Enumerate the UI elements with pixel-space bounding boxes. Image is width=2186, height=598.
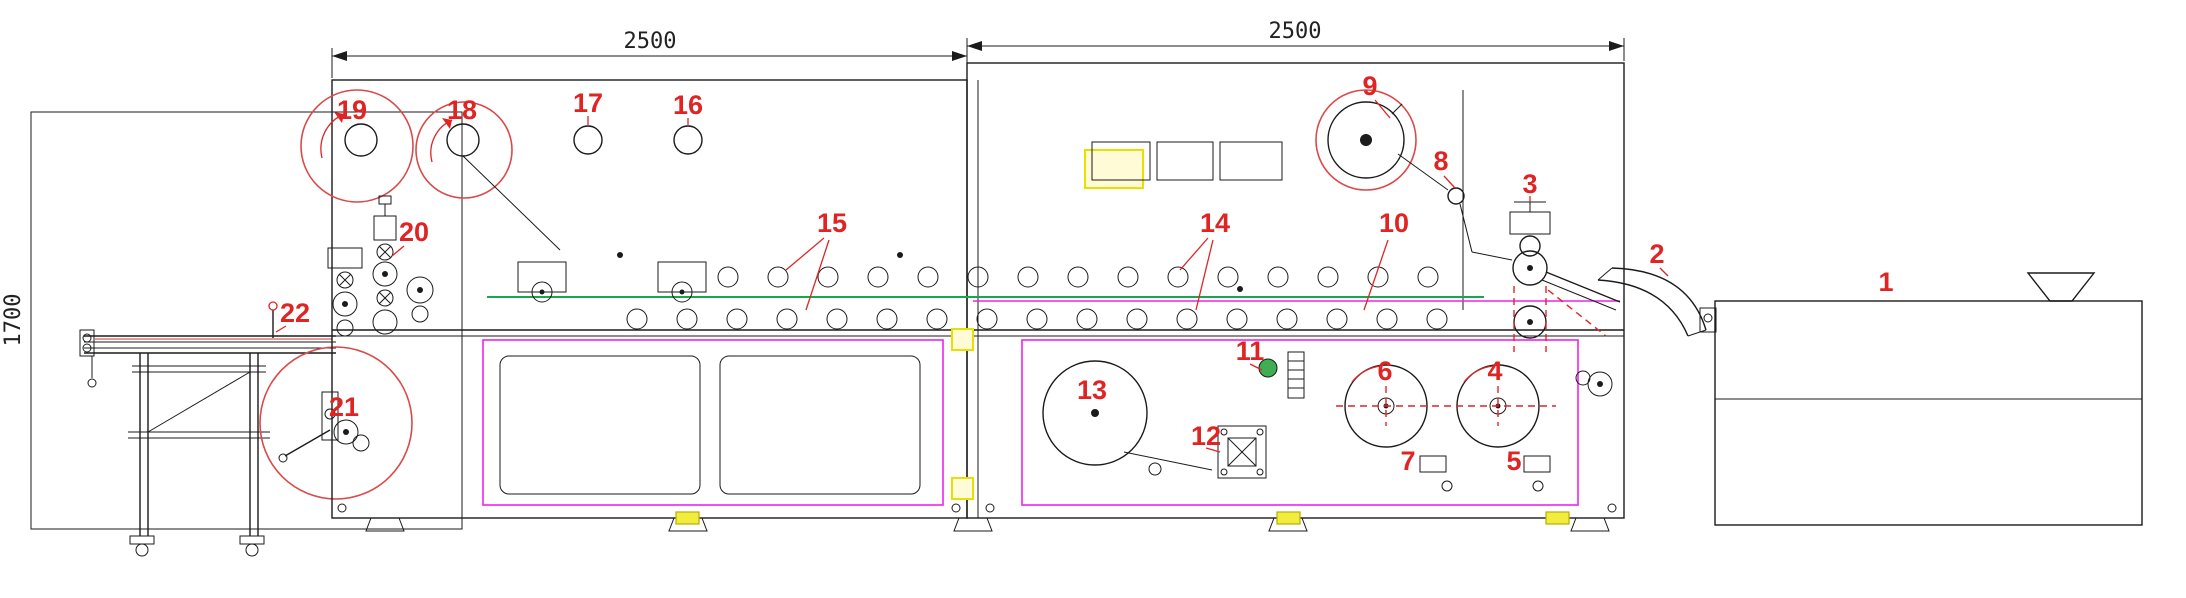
control-display-panel [1084,141,1283,189]
part-label-3: 3 [1522,169,1537,199]
part-label-9: 9 [1362,71,1377,101]
part-label-16: 16 [673,90,703,120]
part-label-11: 11 [1236,336,1265,366]
part-label-12: 12 [1191,421,1221,451]
machine-foot [1570,517,1610,532]
part-label-18: 18 [447,95,477,125]
part-label-10: 10 [1379,208,1409,238]
highlight-pads [675,328,1570,525]
dimension-height: 1700 [1,294,26,347]
cabinet-door [719,355,921,495]
lower-cabinet-right [1021,339,1613,506]
part-17-reel [573,125,603,155]
roller-row-bottom [626,308,1448,330]
part-20-tension-stack [372,195,398,335]
part-label-8: 8 [1433,146,1448,176]
dimension-right-width: 2500 [1269,19,1322,44]
film-reels [300,89,1513,261]
part-label-2: 2 [1649,239,1664,269]
display-window-1 [1091,141,1151,181]
machine-foot [365,517,405,532]
guide-plate-left [517,261,567,303]
guide-plate-right [657,261,707,303]
part-label-5: 5 [1506,446,1521,476]
part-3-sealing-head [1509,201,1621,352]
part-label-20: 20 [399,217,429,247]
part-9-highlight-circle [1315,89,1417,191]
part-label-22: 22 [280,298,310,328]
cabinet-door [499,355,701,495]
part-label-14: 14 [1200,208,1230,238]
display-window-3 [1219,141,1283,181]
part-12-printer-unit [1217,425,1267,479]
dimension-left-width: 2500 [624,29,677,54]
infeed-boundary-box [30,111,463,530]
part-label-19: 19 [337,95,367,125]
leader-lines [275,99,1669,453]
part-11-sensor [1258,351,1305,399]
caster-wheel [135,543,149,557]
infeed-conveyor-stand [79,301,413,557]
caster-wheel [245,543,259,557]
part-2-discharge-chute [1597,267,1707,337]
part-label-15: 15 [817,208,847,238]
edge-roller-stack [327,247,434,337]
display-highlight [1084,149,1144,189]
part-label-7: 7 [1400,446,1415,476]
part-label-6: 6 [1377,356,1392,386]
part-21-highlight-circle [259,346,413,500]
part-19-highlight-circle [300,89,414,203]
part-1-outfeed-box [1699,272,2143,526]
part-16-reel [673,125,703,155]
part-label-21: 21 [329,392,359,422]
part-8-guide-roller [1447,187,1513,261]
roller-row-top [717,266,1439,288]
part-labels: 19 18 17 16 20 22 21 15 14 10 9 8 13 12 … [280,71,1894,476]
dimension-annotations: 2500 2500 1700 [1,19,1625,347]
lower-cabinet-left [482,339,944,506]
funnel [2026,272,2096,302]
machine-foot [953,517,993,532]
part-18-highlight-circle [415,101,513,199]
part-13-roll [1042,360,1148,466]
part-label-1: 1 [1878,267,1893,297]
part-18-reel [446,123,480,157]
part-label-13: 13 [1077,375,1107,405]
part-7-mount [1419,455,1453,492]
display-window-2 [1156,141,1214,181]
part-22-stop-pin [268,301,278,338]
part-label-17: 17 [573,88,603,118]
web-path [327,195,1620,337]
part-21-lever-unit [259,346,413,500]
part-label-4: 4 [1487,356,1502,386]
part-19-reel [344,123,378,157]
part-9-roll [1315,89,1449,191]
part-5-mount [1523,455,1551,492]
